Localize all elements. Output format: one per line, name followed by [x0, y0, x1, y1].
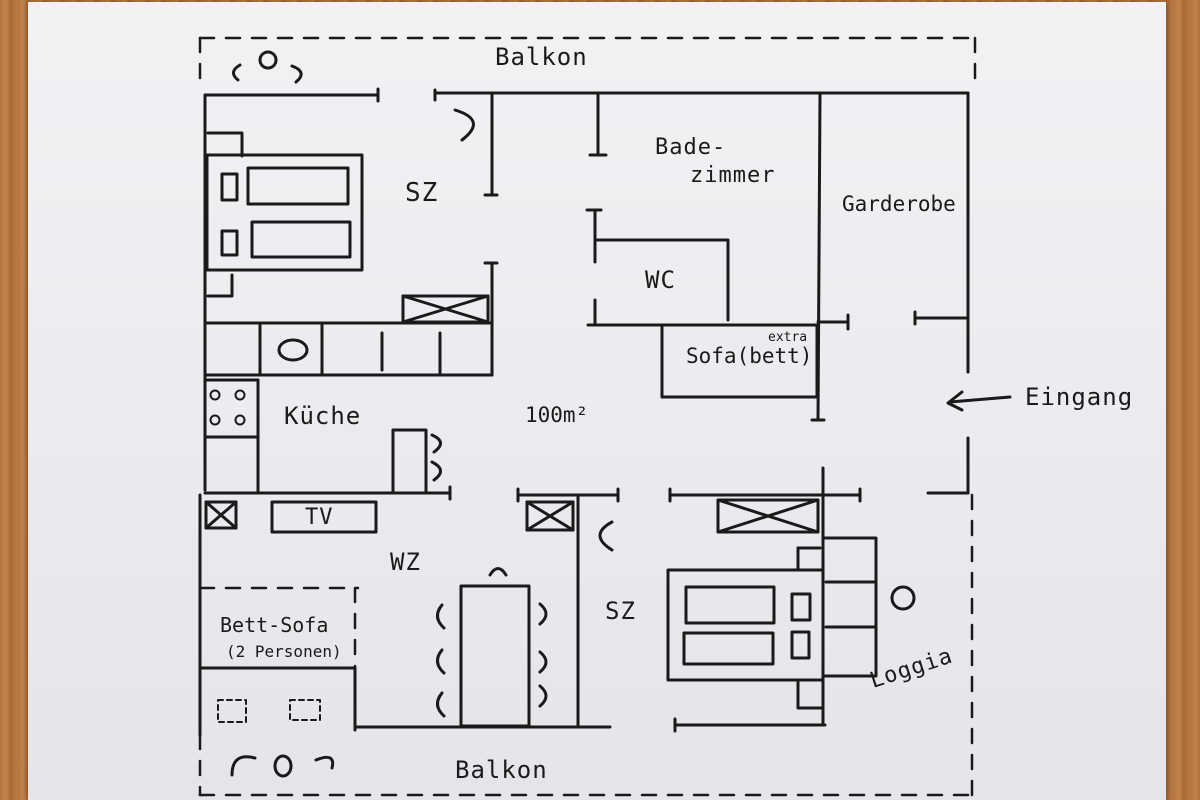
balcony-dashed-outline — [198, 36, 977, 797]
bed-top-bedroom — [205, 131, 364, 298]
wardrobe-bottom-right — [716, 498, 820, 534]
bedroom-top-label: SZ — [405, 178, 439, 208]
wc-label: WC — [645, 266, 676, 294]
bathroom-label-line1: Bade- — [655, 135, 727, 160]
garderobe-label: Garderobe — [842, 192, 956, 216]
entrance-label: Eingang — [1025, 383, 1134, 411]
tv-stand — [270, 500, 378, 534]
balcony-bottom-label: Balkon — [455, 756, 548, 784]
sofa-extra-label: extra — [768, 330, 808, 345]
kitchen-counter — [203, 321, 494, 495]
bed-sofa-label-line2: (2 Personen) — [226, 642, 342, 661]
wc-block — [593, 238, 730, 322]
door-swing-bottom-sz — [598, 520, 614, 552]
balcony-chairs-bottom — [230, 754, 335, 778]
entrance-arrow-icon — [946, 390, 1012, 412]
bed-bottom-bedroom — [666, 546, 825, 710]
kitchen-bar-with-stools — [391, 428, 442, 495]
loggia-table — [890, 585, 916, 611]
living-room-label: WZ — [390, 548, 421, 576]
loggia-lounger — [821, 536, 878, 678]
wardrobe-top-bedroom — [401, 294, 490, 324]
bathroom-label-line2: zimmer — [690, 163, 776, 188]
extra-sofa-bed — [660, 323, 819, 399]
kitchen-label: Küche — [284, 402, 362, 430]
cabinet-living — [204, 500, 238, 530]
balcony-top-label: Balkon — [495, 43, 588, 71]
bedroom-bottom-label: SZ — [605, 597, 636, 625]
balcony-chairs-top — [232, 50, 303, 84]
dining-table-with-chairs — [436, 567, 548, 728]
bed-sofa-base — [198, 666, 357, 732]
tv-label: TV — [305, 505, 334, 530]
bed-sofa-label-line1: Bett-Sofa — [220, 613, 329, 637]
wardrobe-bottom-left — [525, 500, 575, 532]
area-label: 100m² — [525, 403, 589, 427]
sofa-bed-label: Sofa(bett) — [686, 344, 813, 368]
door-swing-sz — [453, 108, 475, 142]
